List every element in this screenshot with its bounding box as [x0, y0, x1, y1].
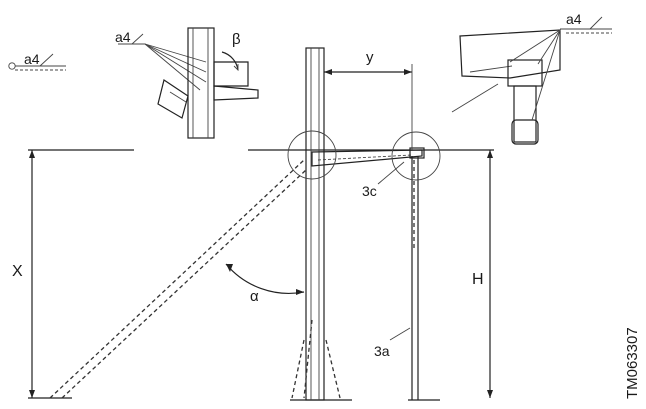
dimension-x: X [12, 150, 35, 398]
dimension-h-label: H [472, 271, 484, 288]
diagonal-strut [49, 159, 307, 399]
main-mast [291, 47, 341, 401]
weld-symbol-left: a4 [8, 51, 66, 71]
dimension-y-label: y [366, 49, 374, 66]
weld-label-a4-left: a4 [24, 51, 40, 67]
detail-circle-mast [287, 130, 337, 180]
angle-alpha-label: α [250, 288, 259, 305]
leader-3a [389, 327, 411, 341]
weld-label-a4-detail-left: a4 [115, 29, 131, 45]
weld-label-a4-detail-right: a4 [566, 11, 582, 27]
dimension-x-label: X [12, 263, 23, 280]
part-label-3c: 3c [362, 183, 377, 199]
angle-alpha: α [225, 263, 305, 305]
dimension-h: H [472, 150, 493, 398]
detail-circle-tip [391, 131, 441, 181]
detail-bracket-weld: a4 β [115, 27, 259, 139]
detail-tip-weld: a4 [451, 11, 612, 145]
dimension-y: y [324, 49, 413, 150]
cantilever-arm [311, 147, 425, 167]
angle-beta-label: β [232, 31, 241, 48]
part-label-3a: 3a [374, 343, 390, 359]
hanging-rod [411, 156, 419, 400]
drawing-code: TM063307 [624, 327, 641, 399]
leader-3c [377, 161, 405, 185]
